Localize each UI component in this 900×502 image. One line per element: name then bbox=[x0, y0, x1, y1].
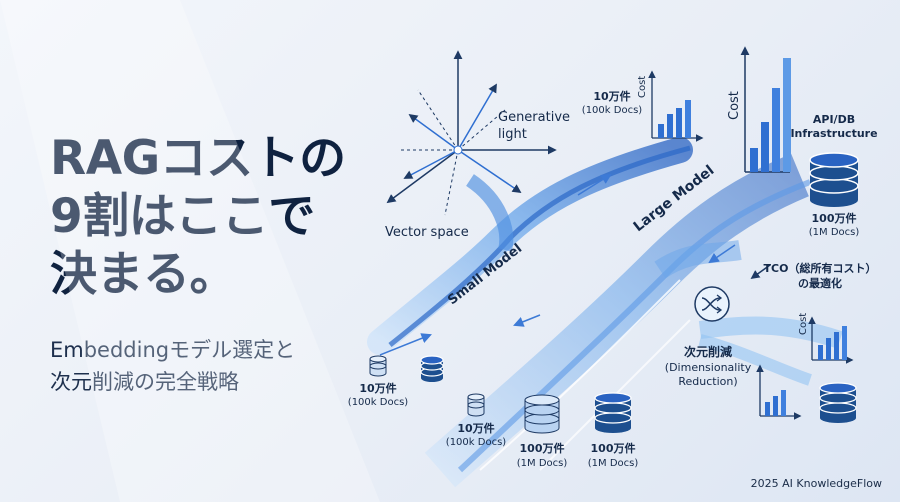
cost-bar bbox=[842, 326, 847, 360]
docs-1m-right-jp: 100万件 bbox=[812, 211, 857, 225]
docs-10k-top-en: (100k Docs) bbox=[582, 105, 642, 116]
hero-subtitle: Embeddingモデル選定と 次元削減の完全戦略 bbox=[50, 334, 380, 398]
generative-light-label-2: light bbox=[498, 127, 527, 142]
hero-title: RAGコストの 9割はここで 決まる。 bbox=[50, 130, 380, 304]
database-icon bbox=[420, 355, 444, 382]
cost-bar bbox=[783, 58, 791, 172]
database-icon bbox=[369, 355, 387, 377]
vector-space-diagram bbox=[386, 50, 557, 216]
footer-credit: 2025 AI KnowledgeFlow bbox=[750, 477, 882, 490]
cost-chart-large: Cost bbox=[727, 46, 791, 173]
tco-label-1: TCO（総所有コスト） bbox=[764, 261, 877, 275]
cost-bar bbox=[834, 332, 839, 360]
cost-bar bbox=[658, 124, 664, 138]
cost-chart-reduced-2 bbox=[756, 364, 802, 420]
cost-bar bbox=[781, 390, 786, 416]
hero-title-line-1: RAGコストの bbox=[50, 131, 346, 186]
tco-label-2: の最適化 bbox=[798, 276, 842, 290]
dim-reduction-label-1: 次元削減 bbox=[684, 344, 732, 359]
light-ray bbox=[0, 0, 380, 502]
database-icon bbox=[467, 393, 485, 417]
cost-chart-small: Cost bbox=[637, 70, 704, 142]
database-icon bbox=[594, 392, 632, 433]
docs-10k-bottom-jp: 10万件 bbox=[457, 421, 494, 435]
flow-streams bbox=[367, 137, 843, 488]
docs-10k-left-jp: 10万件 bbox=[359, 381, 396, 395]
docs-10k-bottom-en: (100k Docs) bbox=[446, 437, 506, 448]
docs-1m-bottom-en: (1M Docs) bbox=[517, 458, 568, 469]
cost-bar bbox=[826, 338, 831, 360]
docs-10k-top-jp: 10万件 bbox=[593, 89, 630, 103]
dim-reduction-label-2: (Dimensionality bbox=[665, 361, 752, 374]
dim-reduction-label-3: Reduction) bbox=[678, 375, 737, 388]
cost-axis-label: Cost bbox=[798, 313, 809, 335]
cost-chart-reduced: Cost bbox=[798, 313, 854, 364]
database-icon bbox=[819, 382, 857, 423]
api-db-label-2: Infrastructure bbox=[790, 127, 877, 140]
cost-bar bbox=[818, 345, 823, 360]
cost-bar bbox=[761, 122, 769, 172]
cost-axis-label: Cost bbox=[727, 91, 742, 120]
cost-bar bbox=[750, 148, 758, 172]
vector-space-label: Vector space bbox=[385, 225, 469, 240]
hero-title-line-2: 9割はここで bbox=[50, 189, 315, 244]
docs-1m-bottom2-en: (1M Docs) bbox=[588, 458, 639, 469]
docs-1m-bottom2-jp: 100万件 bbox=[591, 441, 636, 455]
database-icon bbox=[809, 152, 859, 207]
hero-title-line-3: 決まる。 bbox=[50, 247, 237, 302]
cost-bar bbox=[765, 402, 770, 416]
hero-subtitle-line-1: Embeddingモデル選定と bbox=[50, 338, 296, 362]
cost-bar bbox=[667, 114, 673, 138]
docs-10k-left-en: (100k Docs) bbox=[348, 397, 408, 408]
hero: RAGコストの 9割はここで 決まる。 Embeddingモデル選定と 次元削減… bbox=[50, 130, 380, 398]
cost-bar bbox=[773, 396, 778, 416]
api-db-label-1: API/DB bbox=[813, 113, 855, 126]
docs-1m-bottom-jp: 100万件 bbox=[520, 441, 565, 455]
shuffle-icon bbox=[694, 286, 730, 322]
cost-bar bbox=[676, 108, 682, 138]
docs-1m-right-en: (1M Docs) bbox=[809, 227, 860, 238]
cost-bar bbox=[685, 100, 691, 138]
database-icon bbox=[524, 394, 560, 434]
cost-bar bbox=[772, 88, 780, 172]
generative-light-label-1: Generative bbox=[498, 110, 570, 125]
cost-axis-label: Cost bbox=[637, 76, 648, 98]
hero-subtitle-line-2: 次元削減の完全戦略 bbox=[50, 370, 239, 394]
